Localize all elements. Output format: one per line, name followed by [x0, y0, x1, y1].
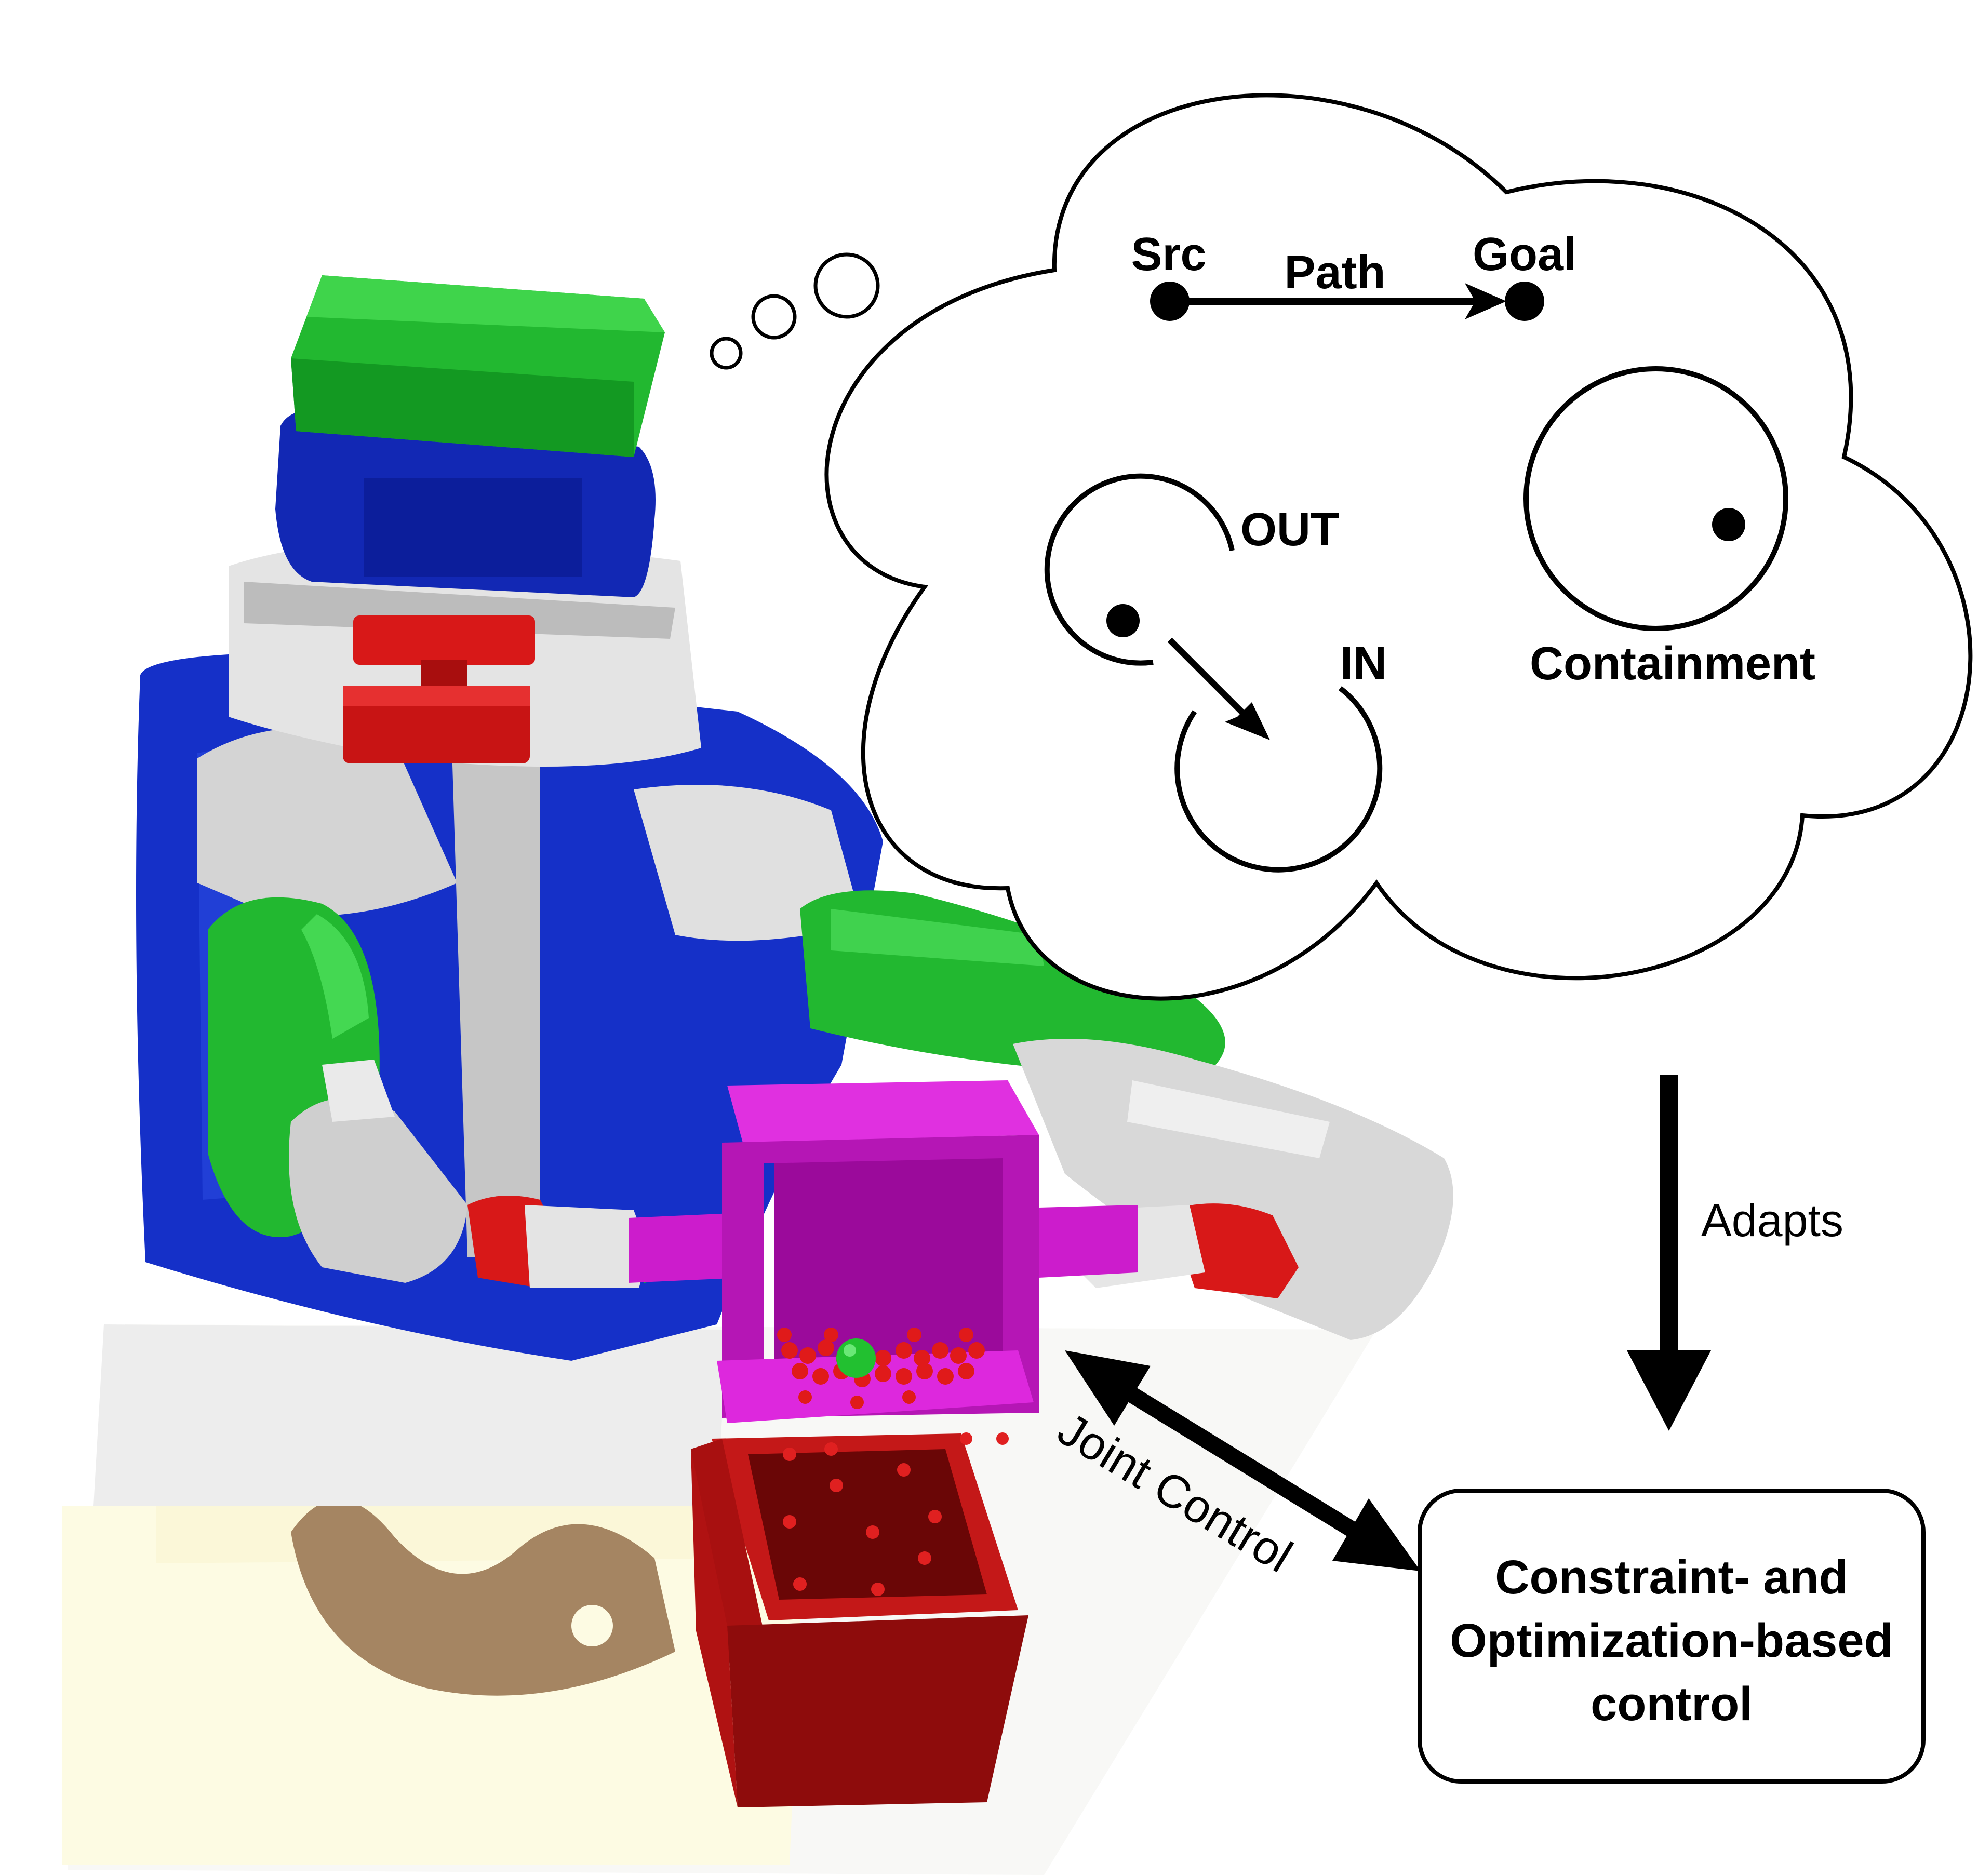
adapts-label: Adapts	[1701, 1195, 1843, 1246]
controller-line-3: control	[1591, 1678, 1753, 1731]
neck-joint-top	[353, 615, 535, 665]
path-schema: Src Path Goal	[1131, 229, 1576, 321]
shadow	[291, 1499, 675, 1696]
red-bin-front	[727, 1615, 1028, 1807]
controller-line-1: Constraint- and	[1495, 1551, 1848, 1604]
torso-column	[452, 748, 540, 1262]
left-forearm	[289, 1098, 467, 1283]
in-label: IN	[1340, 638, 1387, 690]
containment-circle	[1523, 366, 1788, 631]
right-forearm	[1013, 1039, 1453, 1340]
out-label: OUT	[1240, 504, 1339, 556]
thought-cloud	[824, 93, 1973, 1001]
thought-bubble-large	[813, 252, 880, 319]
path-label: Path	[1284, 247, 1385, 299]
src-dot	[1150, 282, 1190, 321]
robot	[136, 275, 1453, 1361]
left-shoulder	[197, 728, 457, 916]
magenta-container	[629, 1080, 1138, 1423]
goal-label: Goal	[1473, 229, 1576, 280]
goal-dot	[1505, 282, 1544, 321]
controller-box: Constraint- and Optimization-based contr…	[1418, 1489, 1926, 1784]
right-shoulder	[634, 785, 862, 941]
in-circle	[1174, 686, 1383, 873]
containment-schema: Containment	[1523, 366, 1815, 690]
right-gripper	[1169, 1203, 1299, 1298]
containment-label: Containment	[1530, 638, 1815, 690]
thought-bubble-small	[710, 337, 743, 370]
thought-bubble-medium	[751, 294, 797, 340]
thought-bubble-circles	[710, 252, 880, 370]
red-bin	[691, 1432, 1028, 1807]
green-ball	[836, 1338, 876, 1378]
out-circle	[1044, 473, 1235, 666]
adapts-arrow: Adapts	[1627, 1075, 1843, 1431]
containment-dot	[1712, 508, 1745, 541]
out-in-schema: OUT IN	[1044, 473, 1387, 873]
out-in-arrow	[1167, 637, 1252, 722]
controller-line-2: Optimization-based	[1450, 1614, 1893, 1667]
src-label: Src	[1131, 229, 1206, 280]
out-dot	[1106, 604, 1140, 637]
